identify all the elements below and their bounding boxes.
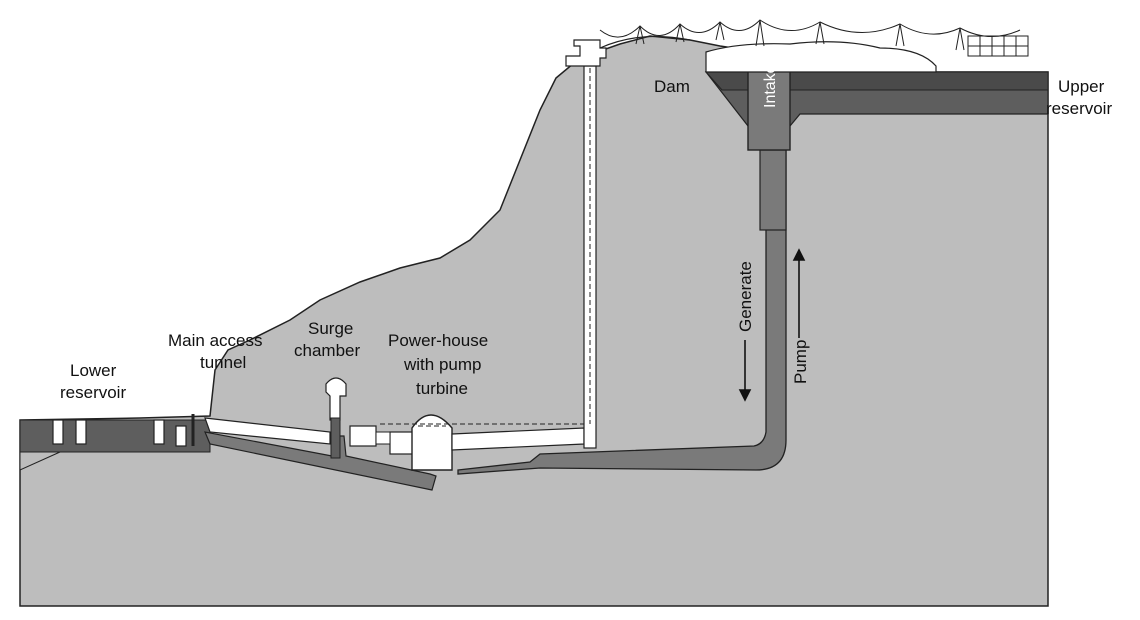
transmission-line bbox=[599, 19, 1021, 38]
lower-reservoir-slope bbox=[19, 451, 61, 471]
label-powerhouse: Power-house bbox=[388, 331, 488, 350]
label-upper-reservoir: Upper bbox=[1058, 77, 1105, 96]
hilltop-outline bbox=[599, 35, 691, 49]
outlet-gate bbox=[153, 419, 165, 445]
label-powerhouse: with pump bbox=[403, 355, 481, 374]
connector bbox=[375, 431, 391, 445]
main-access-tunnel bbox=[204, 417, 331, 445]
penstock-shaft-upper bbox=[759, 149, 787, 231]
valve-cavern bbox=[349, 425, 377, 447]
shaft-headframe bbox=[565, 39, 607, 67]
label-intake: Intake bbox=[762, 64, 779, 108]
outlet-gate bbox=[52, 419, 64, 445]
dam-crest bbox=[705, 41, 937, 73]
label-generate: Generate bbox=[736, 261, 755, 332]
powerhouse-cavern bbox=[411, 414, 453, 471]
pump-arrow bbox=[792, 248, 806, 316]
label-upper-reservoir: reservoir bbox=[1046, 99, 1112, 118]
generate-arrow bbox=[738, 340, 752, 402]
label-surge-chamber: chamber bbox=[294, 341, 360, 360]
outlet-gate bbox=[75, 419, 87, 445]
label-lower-reservoir: Lower bbox=[70, 361, 117, 380]
label-surge-chamber: Surge bbox=[308, 319, 353, 338]
label-pump: Pump bbox=[791, 340, 810, 384]
outlet-gate bbox=[175, 425, 187, 447]
surge-shaft bbox=[330, 417, 341, 459]
label-main-access-tunnel: tunnel bbox=[200, 353, 246, 372]
label-lower-reservoir: reservoir bbox=[60, 383, 126, 402]
substation-structure bbox=[967, 35, 1029, 57]
transmission-towers bbox=[635, 19, 965, 51]
label-powerhouse: turbine bbox=[416, 379, 468, 398]
ground-mass bbox=[19, 35, 1049, 607]
label-dam: Dam bbox=[654, 77, 690, 96]
label-main-access-tunnel: Main access bbox=[168, 331, 262, 350]
